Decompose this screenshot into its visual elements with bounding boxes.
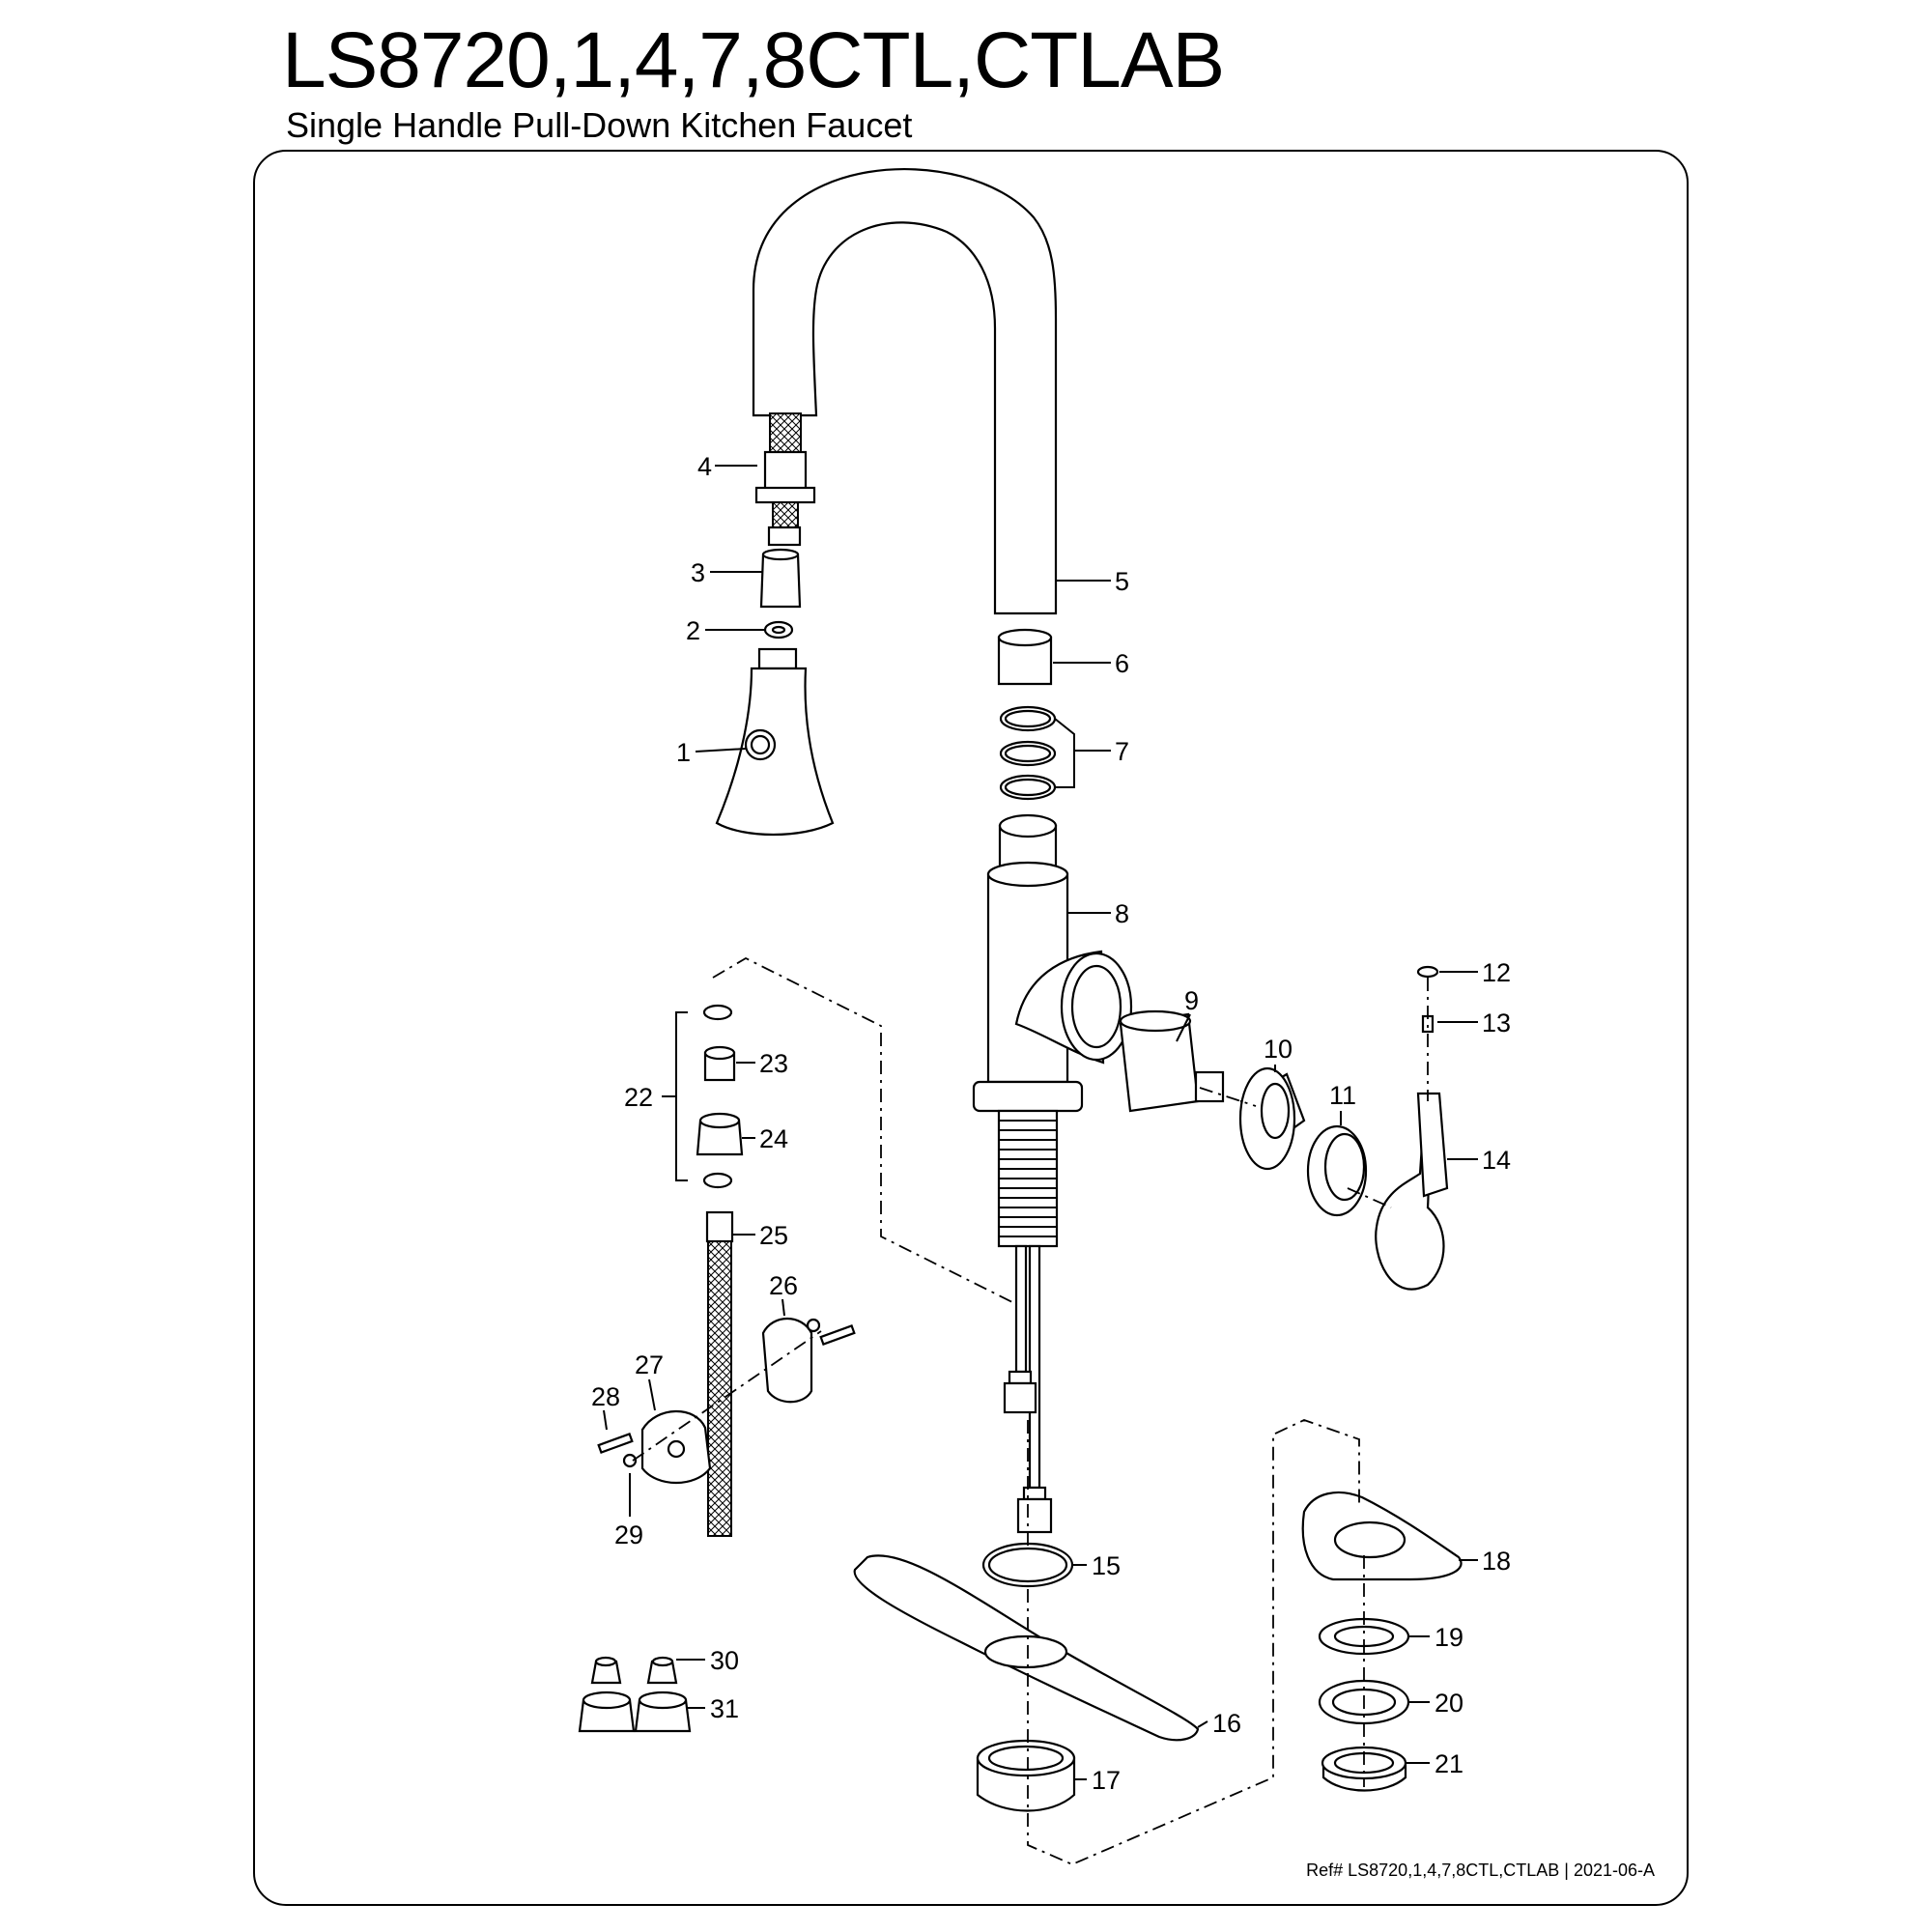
o-rings (999, 705, 1057, 801)
callout-29: 29 (614, 1520, 643, 1549)
faucet-body (972, 813, 1133, 1113)
bonnet-cap (1306, 1124, 1368, 1217)
callout-17: 17 (1092, 1766, 1121, 1795)
callout-13: 13 (1482, 1009, 1511, 1037)
diagram-subtitle: Single Handle Pull-Down Kitchen Faucet (286, 105, 913, 145)
deck-plate (853, 1554, 1200, 1742)
callout-21: 21 (1435, 1749, 1463, 1778)
diagram-frame (253, 150, 1689, 1906)
callout-27: 27 (635, 1350, 664, 1379)
callout-25: 25 (759, 1221, 788, 1250)
callout-30: 30 (710, 1646, 739, 1675)
hose-weight-clamp (597, 1318, 856, 1485)
braided-hose (705, 1210, 734, 1537)
callout-8: 8 (1115, 899, 1129, 928)
callout-16: 16 (1212, 1709, 1241, 1738)
compression-fittings (578, 1656, 692, 1733)
callout-11: 11 (1329, 1081, 1356, 1110)
hose-weight (754, 450, 816, 547)
washer-19 (1318, 1617, 1410, 1656)
connector (759, 553, 802, 609)
spout-clip (997, 628, 1053, 686)
callout-31: 31 (710, 1694, 739, 1723)
reference-number: Ref# LS8720,1,4,7,8CTL,CTLAB | 2021-06-A (1306, 1861, 1655, 1880)
check-valve-assembly (696, 1004, 744, 1189)
callout-15: 15 (1092, 1551, 1121, 1580)
callout-12: 12 (1482, 958, 1511, 987)
callout-22: 22 (624, 1083, 653, 1112)
base-ring (976, 1739, 1076, 1812)
cartridge (1119, 1009, 1225, 1113)
threaded-shank (997, 1109, 1059, 1248)
callout-19: 19 (1435, 1623, 1463, 1652)
spout (752, 167, 1058, 615)
callout-6: 6 (1115, 649, 1129, 678)
callout-18: 18 (1482, 1547, 1511, 1576)
spray-hose-top (769, 412, 802, 455)
callout-26: 26 (769, 1271, 798, 1300)
lever-handle (1375, 1092, 1449, 1291)
bonnet-nut (1238, 1066, 1306, 1171)
alignment-lines (632, 956, 1429, 1865)
callout-2: 2 (686, 616, 700, 645)
callout-20: 20 (1435, 1689, 1463, 1718)
callout-9: 9 (1184, 986, 1199, 1015)
callout-labels: 1 2 3 4 5 6 7 8 9 10 11 12 13 14 15 16 1… (591, 452, 1511, 1795)
callout-14: 14 (1482, 1146, 1511, 1175)
callout-1: 1 (676, 738, 691, 767)
callout-28: 28 (591, 1382, 620, 1411)
callout-7: 7 (1115, 737, 1129, 766)
callout-10: 10 (1264, 1035, 1293, 1064)
supply-lines (1003, 1244, 1053, 1534)
callout-23: 23 (759, 1049, 788, 1078)
mounting-bracket (1301, 1491, 1463, 1581)
gasket-ring (981, 1542, 1074, 1588)
callout-24: 24 (759, 1124, 788, 1153)
diagram-title: LS8720,1,4,7,8CTL,CTLAB (282, 16, 1225, 104)
callout-3: 3 (691, 558, 705, 587)
spray-head (715, 647, 835, 837)
callout-4: 4 (697, 452, 712, 481)
callout-5: 5 (1115, 567, 1129, 596)
leader-lines (603, 465, 1478, 1780)
handle-cap (1416, 965, 1439, 979)
